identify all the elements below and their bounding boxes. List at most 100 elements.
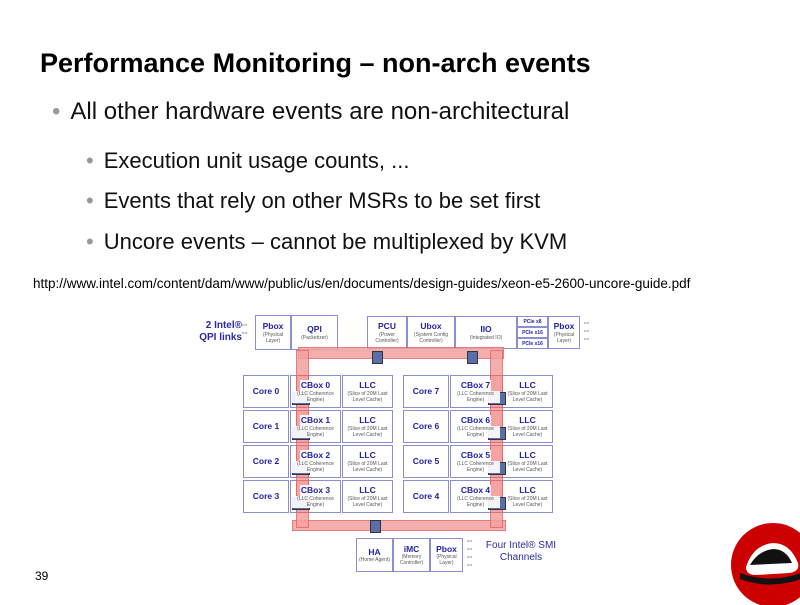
bullet-main: • All other hardware events are non-archi… bbox=[52, 98, 569, 126]
box-subtitle: (Memory Controller) bbox=[399, 554, 424, 567]
box-subtitle: (Slice of 20M Last Level Cache) bbox=[507, 425, 548, 438]
box-subtitle: (Slice of 20M Last Level Cache) bbox=[347, 425, 388, 438]
core-box: Core 1 bbox=[243, 410, 289, 443]
box-subtitle: (LLC Coherence Engine) bbox=[291, 390, 340, 403]
box-title: Pbox bbox=[436, 543, 457, 554]
sub-bullet: • Events that rely on other MSRs to be se… bbox=[86, 188, 540, 214]
box-subtitle: (LLC Coherence Engine) bbox=[451, 425, 500, 438]
box-subtitle: (Integrated IO) bbox=[469, 334, 503, 341]
box-title: iMC bbox=[403, 543, 420, 554]
pcie-label: PCIe x16 bbox=[522, 329, 543, 336]
llc-box: LLC(Slice of 20M Last Level Cache) bbox=[502, 445, 553, 478]
box-title: Core 7 bbox=[412, 386, 440, 397]
box-title: CBox 0 bbox=[299, 380, 332, 391]
box-title: Core 6 bbox=[412, 421, 440, 432]
pcie-label: PCIe x8 bbox=[523, 318, 542, 325]
smi-arrows-icon: ⇔⇔⇔⇔ bbox=[465, 535, 474, 569]
core-box: Core 5 bbox=[403, 445, 449, 478]
box-subtitle: (System Config Controller) bbox=[413, 331, 449, 344]
box-subtitle: (Physical Layer) bbox=[436, 554, 457, 567]
sub-bullet-text: Events that rely on other MSRs to be set… bbox=[103, 188, 541, 213]
core-box: Core 0 bbox=[243, 375, 289, 408]
box-title: Core 1 bbox=[252, 421, 280, 432]
box-title: Core 0 bbox=[252, 386, 280, 397]
box-title: CBox 6 bbox=[459, 415, 492, 426]
box-title: LLC bbox=[519, 485, 536, 496]
pbox-left: Pbox(Physical Layer) bbox=[255, 315, 291, 350]
box-subtitle: (Slice of 20M Last Level Cache) bbox=[347, 495, 388, 508]
box-title: Core 5 bbox=[412, 456, 440, 467]
box-subtitle: (Slice of 20M Last Level Cache) bbox=[507, 390, 548, 403]
box-title: Core 2 bbox=[252, 456, 280, 467]
box-title: CBox 7 bbox=[459, 380, 492, 391]
box-title: LLC bbox=[519, 450, 536, 461]
sub-bullet: • Execution unit usage counts, ... bbox=[86, 148, 409, 174]
sub-bullet-text: Execution unit usage counts, ... bbox=[103, 148, 410, 173]
bullet-dot-icon: • bbox=[86, 229, 94, 254]
box-subtitle: (Home Agent) bbox=[359, 557, 390, 564]
slide-title: Performance Monitoring – non-arch events bbox=[40, 48, 591, 78]
llc-box: LLC(Slice of 20M Last Level Cache) bbox=[502, 480, 553, 513]
core-box: Core 3 bbox=[243, 480, 289, 513]
llc-box: LLC(Slice of 20M Last Level Cache) bbox=[342, 480, 393, 513]
pbox-bottom: Pbox(Physical Layer) bbox=[430, 538, 463, 572]
box-title: Pbox bbox=[262, 321, 284, 332]
core-box: Core 2 bbox=[243, 445, 289, 478]
box-title: PCU bbox=[378, 321, 396, 332]
box-subtitle: (LLC Coherence Engine) bbox=[291, 425, 340, 438]
sub-bullet-text: Uncore events – cannot be multiplexed by… bbox=[103, 229, 568, 254]
imc-box: iMC(Memory Controller) bbox=[393, 538, 430, 572]
source-url[interactable]: http://www.intel.com/content/dam/www/pub… bbox=[33, 276, 691, 291]
box-subtitle: (Physical Layer) bbox=[262, 331, 284, 344]
box-title: HA bbox=[368, 546, 381, 557]
cbox-box: CBox 4(LLC Coherence Engine) bbox=[450, 480, 501, 513]
bullet-dot-icon: • bbox=[52, 98, 61, 125]
box-title: Ubox bbox=[420, 321, 442, 332]
cbox-box: CBox 2(LLC Coherence Engine) bbox=[290, 445, 341, 478]
box-subtitle: (LLC Coherence Engine) bbox=[291, 495, 340, 508]
page-number: 39 bbox=[35, 569, 49, 583]
box-subtitle: (Slice of 20M Last Level Cache) bbox=[507, 495, 548, 508]
box-subtitle: (LLC Coherence Engine) bbox=[451, 460, 500, 473]
pcie-box: PCIe x16 bbox=[517, 338, 548, 349]
box-title: IIO bbox=[480, 324, 492, 335]
box-subtitle: (Physical Layer) bbox=[553, 331, 575, 344]
box-title: LLC bbox=[359, 380, 376, 391]
ubox-box: Ubox(System Config Controller) bbox=[407, 316, 455, 349]
box-title: Core 3 bbox=[252, 491, 280, 502]
box-subtitle: (Slice of 20M Last Level Cache) bbox=[507, 460, 548, 473]
ha-box: HA(Home Agent) bbox=[356, 538, 393, 572]
redhat-logo-icon bbox=[731, 523, 800, 605]
qpi-arrows-icon: ⇔⇔ bbox=[240, 319, 249, 337]
pbox-right: Pbox(Physical Layer) bbox=[548, 316, 580, 349]
ring-stop bbox=[370, 520, 381, 533]
pcie-box: PCIe x16 bbox=[517, 327, 548, 338]
ring-bottom bbox=[292, 520, 506, 531]
llc-box: LLC(Slice of 20M Last Level Cache) bbox=[502, 410, 553, 443]
box-title: CBox 1 bbox=[299, 415, 332, 426]
pcie-arrows-icon: ⇔⇔⇔ bbox=[582, 317, 591, 343]
qpi-box: QPI(Packetizer) bbox=[291, 315, 338, 350]
llc-box: LLC(Slice of 20M Last Level Cache) bbox=[342, 410, 393, 443]
qpi-links-label: 2 Intel® QPI links bbox=[199, 320, 242, 343]
llc-box: LLC(Slice of 20M Last Level Cache) bbox=[502, 375, 553, 408]
box-subtitle: (Slice of 20M Last Level Cache) bbox=[347, 460, 388, 473]
llc-box: LLC(Slice of 20M Last Level Cache) bbox=[342, 375, 393, 408]
bullet-dot-icon: • bbox=[86, 148, 94, 173]
box-title: CBox 4 bbox=[459, 485, 492, 496]
box-subtitle: (LLC Coherence Engine) bbox=[291, 460, 340, 473]
bullet-text: All other hardware events are non-archit… bbox=[70, 98, 570, 125]
core-box: Core 6 bbox=[403, 410, 449, 443]
box-title: CBox 3 bbox=[299, 485, 332, 496]
pcu-box: PCU(Power Controller) bbox=[367, 316, 407, 349]
smi-channels-label: Four Intel® SMI Channels bbox=[485, 540, 557, 563]
box-title: LLC bbox=[359, 415, 376, 426]
ring-stop bbox=[372, 351, 383, 364]
pcie-label: PCIe x16 bbox=[522, 340, 543, 347]
box-subtitle: (Slice of 20M Last Level Cache) bbox=[347, 390, 388, 403]
sub-bullet: • Uncore events – cannot be multiplexed b… bbox=[86, 229, 567, 255]
box-subtitle: (LLC Coherence Engine) bbox=[451, 390, 500, 403]
bullet-dot-icon: • bbox=[86, 188, 94, 213]
box-subtitle: (Packetizer) bbox=[301, 334, 328, 341]
